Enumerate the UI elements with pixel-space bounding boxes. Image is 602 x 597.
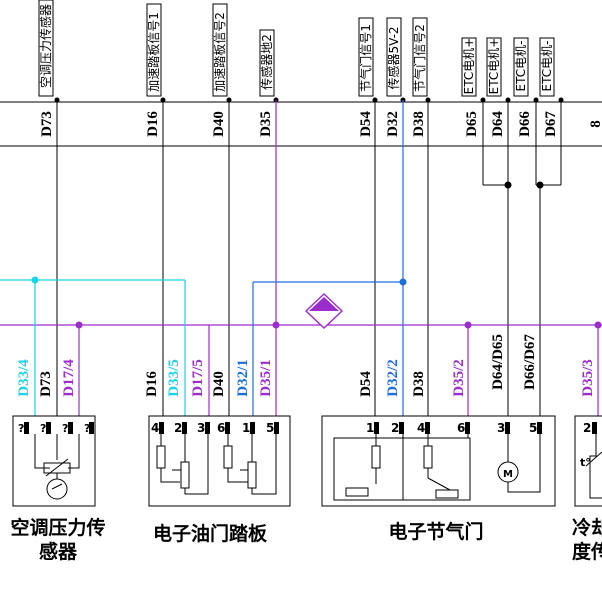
signal-label: 传感器地2 (259, 34, 274, 90)
wire-purple-sensor-ground (0, 100, 602, 416)
pin-number: 6 (217, 421, 225, 435)
wire-code: D40 (211, 111, 227, 137)
pin-number: 3 (497, 421, 505, 435)
electronic-throttle: 1 2 4 6 3 5 M (321, 415, 556, 507)
signal-label: 传感器5V-2 (386, 26, 401, 89)
cyan-junction (31, 276, 39, 284)
pin-number: 3 (197, 421, 205, 435)
wire-code: D35 (258, 111, 274, 137)
connector-label: D40 (211, 371, 227, 397)
connector-label: D16 (144, 371, 160, 397)
component-name: 冷却 (572, 516, 602, 539)
connector-label: D66/D67 (522, 334, 538, 390)
signal-label: ETC电机- (514, 41, 528, 92)
pin-number: ? (40, 422, 46, 435)
connector-label: D17/5 (190, 359, 206, 397)
component-name: 感器 (39, 540, 78, 563)
wire-code: D16 (145, 111, 161, 137)
pin-number: 2 (174, 421, 182, 435)
signal-label: 节气门信号1 (358, 24, 373, 92)
wires-black (56, 100, 562, 416)
signal-label: 加速踏板信号2 (213, 12, 227, 92)
wire-code: D67 (543, 111, 559, 137)
signal-label: ETC电机+ (487, 38, 501, 95)
pin-number: ? (18, 422, 24, 435)
pin-number: 2 (583, 421, 591, 435)
ac-pressure-sensor: ? ? ? ? (12, 415, 96, 507)
connector-label: D33/5 (166, 359, 182, 397)
wire-code: D65 (464, 111, 480, 137)
coolant-temp-sensor: 2 t° (574, 415, 602, 507)
connector-label: D33/4 (16, 359, 32, 397)
connector-label: D17/4 (61, 359, 77, 397)
signal-label: 空调压力传感器 (38, 4, 53, 88)
wire-code: D64 (490, 111, 506, 137)
accelerator-pedal: 4 2 3 6 1 5 (148, 415, 291, 507)
component-name: 空调压力传 (10, 516, 105, 539)
signal-label: 加速踏板信号1 (147, 12, 161, 92)
signal-label: ETC电机+ (462, 38, 476, 95)
pin-number: 1 (242, 421, 250, 435)
wire-code: D32 (385, 111, 401, 137)
component-name: 电子节气门 (388, 520, 483, 543)
component-name: 度传 (572, 540, 602, 563)
connector-label: D32/2 (385, 359, 401, 397)
pin-number: 1 (366, 421, 374, 435)
gauge-icon (46, 478, 68, 500)
splice-diamond-icon (304, 293, 344, 329)
wire-junctions (504, 181, 544, 189)
connector-label: D32/1 (235, 359, 251, 397)
connector-label: D73 (38, 371, 54, 397)
component-name: 电子油门踏板 (153, 522, 268, 545)
pin-number: ? (62, 422, 68, 435)
pin-number: 4 (151, 421, 159, 435)
wire-blue-5v2 (252, 100, 404, 416)
wire-code: D38 (411, 111, 427, 137)
pin-number: ? (84, 422, 90, 435)
pin-number: 2 (391, 421, 399, 435)
wire-code-partial: 8 (588, 120, 602, 128)
pin-number: 6 (457, 421, 465, 435)
motor-symbol: M (503, 469, 513, 480)
pin-number: 5 (266, 421, 274, 435)
connector-label: D64/D65 (490, 334, 506, 390)
connector-label: D35/2 (451, 359, 467, 397)
wire-cyan-5v (0, 279, 186, 416)
top-signal-labels: 空调压力传感器 加速踏板信号1 加速踏板信号2 传感器地2 节气门信号1 传感器… (38, 4, 554, 94)
wire-code: D66 (517, 111, 533, 137)
purple-junctions (75, 321, 602, 329)
temp-symbol: t° (580, 456, 591, 469)
harness-bus (0, 101, 602, 147)
connector-label: D35/3 (580, 359, 596, 397)
pin-number: 4 (417, 421, 425, 435)
wire-code: D73 (39, 111, 55, 137)
signal-label: ETC电机- (540, 41, 554, 92)
wire-codes: D73 D16 D40 D35 D54 D32 D38 D65 D64 D66 … (39, 111, 602, 137)
blue-junction (399, 278, 407, 286)
component-names: 空调压力传 感器 电子油门踏板 电子节气门 冷却 度传 (10, 516, 602, 563)
pin-number: 5 (529, 421, 537, 435)
connector-label: D35/1 (258, 359, 274, 397)
connector-label: D38 (411, 371, 427, 397)
connector-labels: D33/4 D73 D17/4 D16 D33/5 D17/5 D40 D32/… (16, 334, 596, 397)
signal-label: 节气门信号2 (412, 24, 427, 92)
top-signal-boxes (38, 0, 555, 97)
connector-label: D54 (358, 371, 374, 397)
wire-code: D54 (358, 111, 374, 137)
